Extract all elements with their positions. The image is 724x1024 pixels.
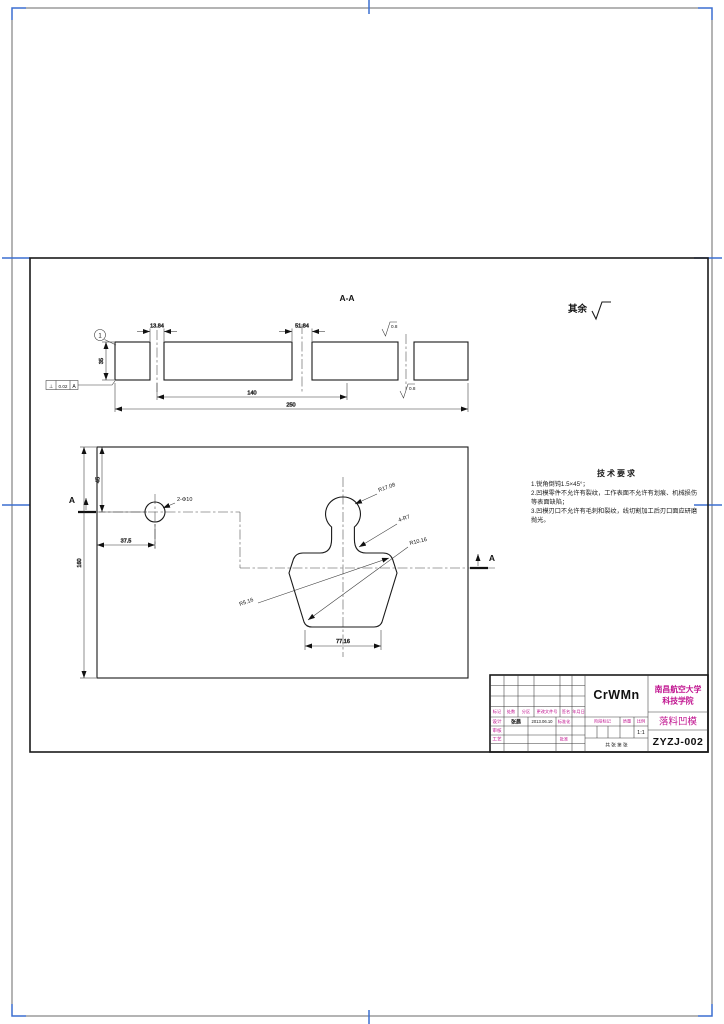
balloon-circle-icon: [94, 329, 106, 341]
page-border: [11, 7, 713, 1017]
inner-dimension: 140: [156, 383, 348, 400]
roughness-icon: [591, 301, 611, 321]
stage-label: 阶段标记: [594, 718, 612, 725]
design-label: 设计: [492, 718, 502, 725]
corner-mark-icon: [11, 1004, 26, 1017]
overall-dimension: 250: [114, 383, 469, 412]
section-view: A-A 13.84 51.84: [45, 293, 469, 412]
thickness-dimension: 35: [99, 341, 114, 381]
scale-value: 1:1: [637, 730, 645, 736]
callout-text: R10.16: [409, 537, 428, 547]
pilot-hole: 2-Φ10: [144, 497, 192, 523]
surface-note: 其余: [568, 301, 611, 321]
dim-text: 140: [247, 391, 256, 397]
approve-label: 批准: [560, 736, 568, 743]
dim-text: 37.5: [121, 539, 132, 545]
drawing-frame: [29, 257, 709, 753]
craft-label: 工艺: [492, 737, 502, 742]
hole-offset-y-dimension: 45: [95, 447, 147, 513]
fcf-tolerance: 0.02: [59, 384, 68, 389]
rev-header-zone: 分区: [522, 708, 530, 715]
hole-offset-x-dimension: 37.5: [97, 524, 156, 548]
fcf-symbol-icon: ⊥: [49, 384, 53, 390]
feature-control-frame: ⊥ 0.02 A: [45, 380, 116, 390]
tech-req-line: 1.锐角倒钝1.5×45°；: [531, 481, 589, 488]
check-label: 审核: [492, 727, 502, 734]
rev-header-sign: 签名: [562, 708, 570, 715]
section-letter-left: A: [69, 495, 75, 505]
callout-text: 4-R7: [398, 514, 411, 524]
corner-mark-icon: [698, 7, 713, 20]
sheets-note: 共 张 第 张: [605, 742, 628, 749]
rev-header-count: 处数: [507, 708, 516, 715]
technical-requirements: 技术要求 1.锐角倒钝1.5×45°； 2.凹模零件不允许有裂纹，工作表面不允许…: [531, 468, 703, 526]
rev-header-date: 年月日: [572, 708, 585, 715]
plate-height-dimension: 160: [77, 446, 96, 679]
cavity-callouts: R17.08 4-R7 R10.16 R5.16: [239, 482, 428, 621]
section-letter-right: A: [489, 553, 495, 563]
standard-label: 标准化: [558, 718, 571, 725]
hatch-segment: [413, 341, 469, 381]
dim-text: 35: [99, 358, 105, 364]
callout-text: R5.16: [239, 597, 255, 608]
section-centerlines: [156, 324, 407, 392]
opening-dimension: 51.84: [279, 323, 325, 341]
roughness-bottom: 0.8: [399, 383, 416, 399]
title-block: 标记 处数 分区 更改文件号 签名 年月日 设计 张晨 2013.06.10 标…: [489, 674, 709, 753]
corner-mark-icon: [11, 7, 26, 20]
roughness-value: 0.8: [409, 386, 416, 391]
section-plate: [114, 341, 469, 381]
balloon-number: 1: [98, 334, 102, 340]
roughness-value: 0.8: [391, 324, 398, 329]
roughness-top: 0.8: [381, 321, 398, 337]
dim-text: 51.84: [295, 324, 309, 330]
dim-text: 45: [96, 477, 102, 483]
company-name-line1: 南昌航空大学: [655, 684, 702, 694]
bottom-width-dimension: 77.16: [304, 630, 382, 650]
plan-centerlines: [78, 477, 497, 657]
roughness-icon: [381, 321, 397, 337]
rev-header-mark: 标记: [493, 708, 502, 715]
cavity-outline: [288, 496, 398, 628]
hatch-segment: [311, 341, 399, 381]
callout-text: R17.08: [378, 482, 397, 494]
plan-view: A A 2-Φ10 160 45 37.5: [69, 446, 497, 679]
hatch-segment: [163, 341, 293, 381]
plate-outline: [96, 446, 469, 679]
dim-text: 77.16: [336, 639, 350, 645]
hole-label: 2-Φ10: [177, 497, 192, 503]
drawing-number: ZYZJ-002: [653, 736, 704, 748]
fcf-datum: A: [72, 384, 76, 390]
dim-text: 250: [286, 403, 295, 409]
part-name: 落料凹模: [659, 716, 698, 728]
scale-label: 比例: [637, 718, 645, 725]
company-name-line2: 科技学院: [662, 696, 693, 706]
weight-label: 质量: [623, 718, 631, 725]
slot-dimension: 13.84: [137, 323, 177, 341]
tech-req-line: 2.凹模零件不允许有裂纹，工作表面不允许有划痕、机械损伤等表面缺陷；: [531, 489, 698, 506]
section-cut-line: A A: [69, 495, 495, 570]
corner-mark-icon: [698, 1004, 713, 1017]
tech-req-line: 3.凹模刃口不允许有毛刺和裂纹，线切割加工后刃口面应研磨抛光。: [531, 507, 698, 524]
section-view-label: A-A: [339, 293, 354, 303]
design-date: 2013.06.10: [532, 719, 554, 724]
title-block-border: [489, 674, 709, 753]
dim-text: 13.84: [150, 324, 164, 330]
balloon-callout: 1: [94, 329, 117, 346]
rev-header-doc: 更改文件号: [537, 708, 558, 715]
hatch-segment: [114, 341, 151, 381]
designer-name: 张晨: [511, 718, 522, 725]
surface-note-label: 其余: [568, 303, 588, 315]
roughness-icon: [399, 383, 415, 399]
tech-req-title: 技术要求: [597, 469, 637, 478]
material-label: CrWMn: [593, 688, 639, 702]
dim-text: 160: [77, 558, 83, 567]
title-block-grid: [490, 675, 708, 752]
